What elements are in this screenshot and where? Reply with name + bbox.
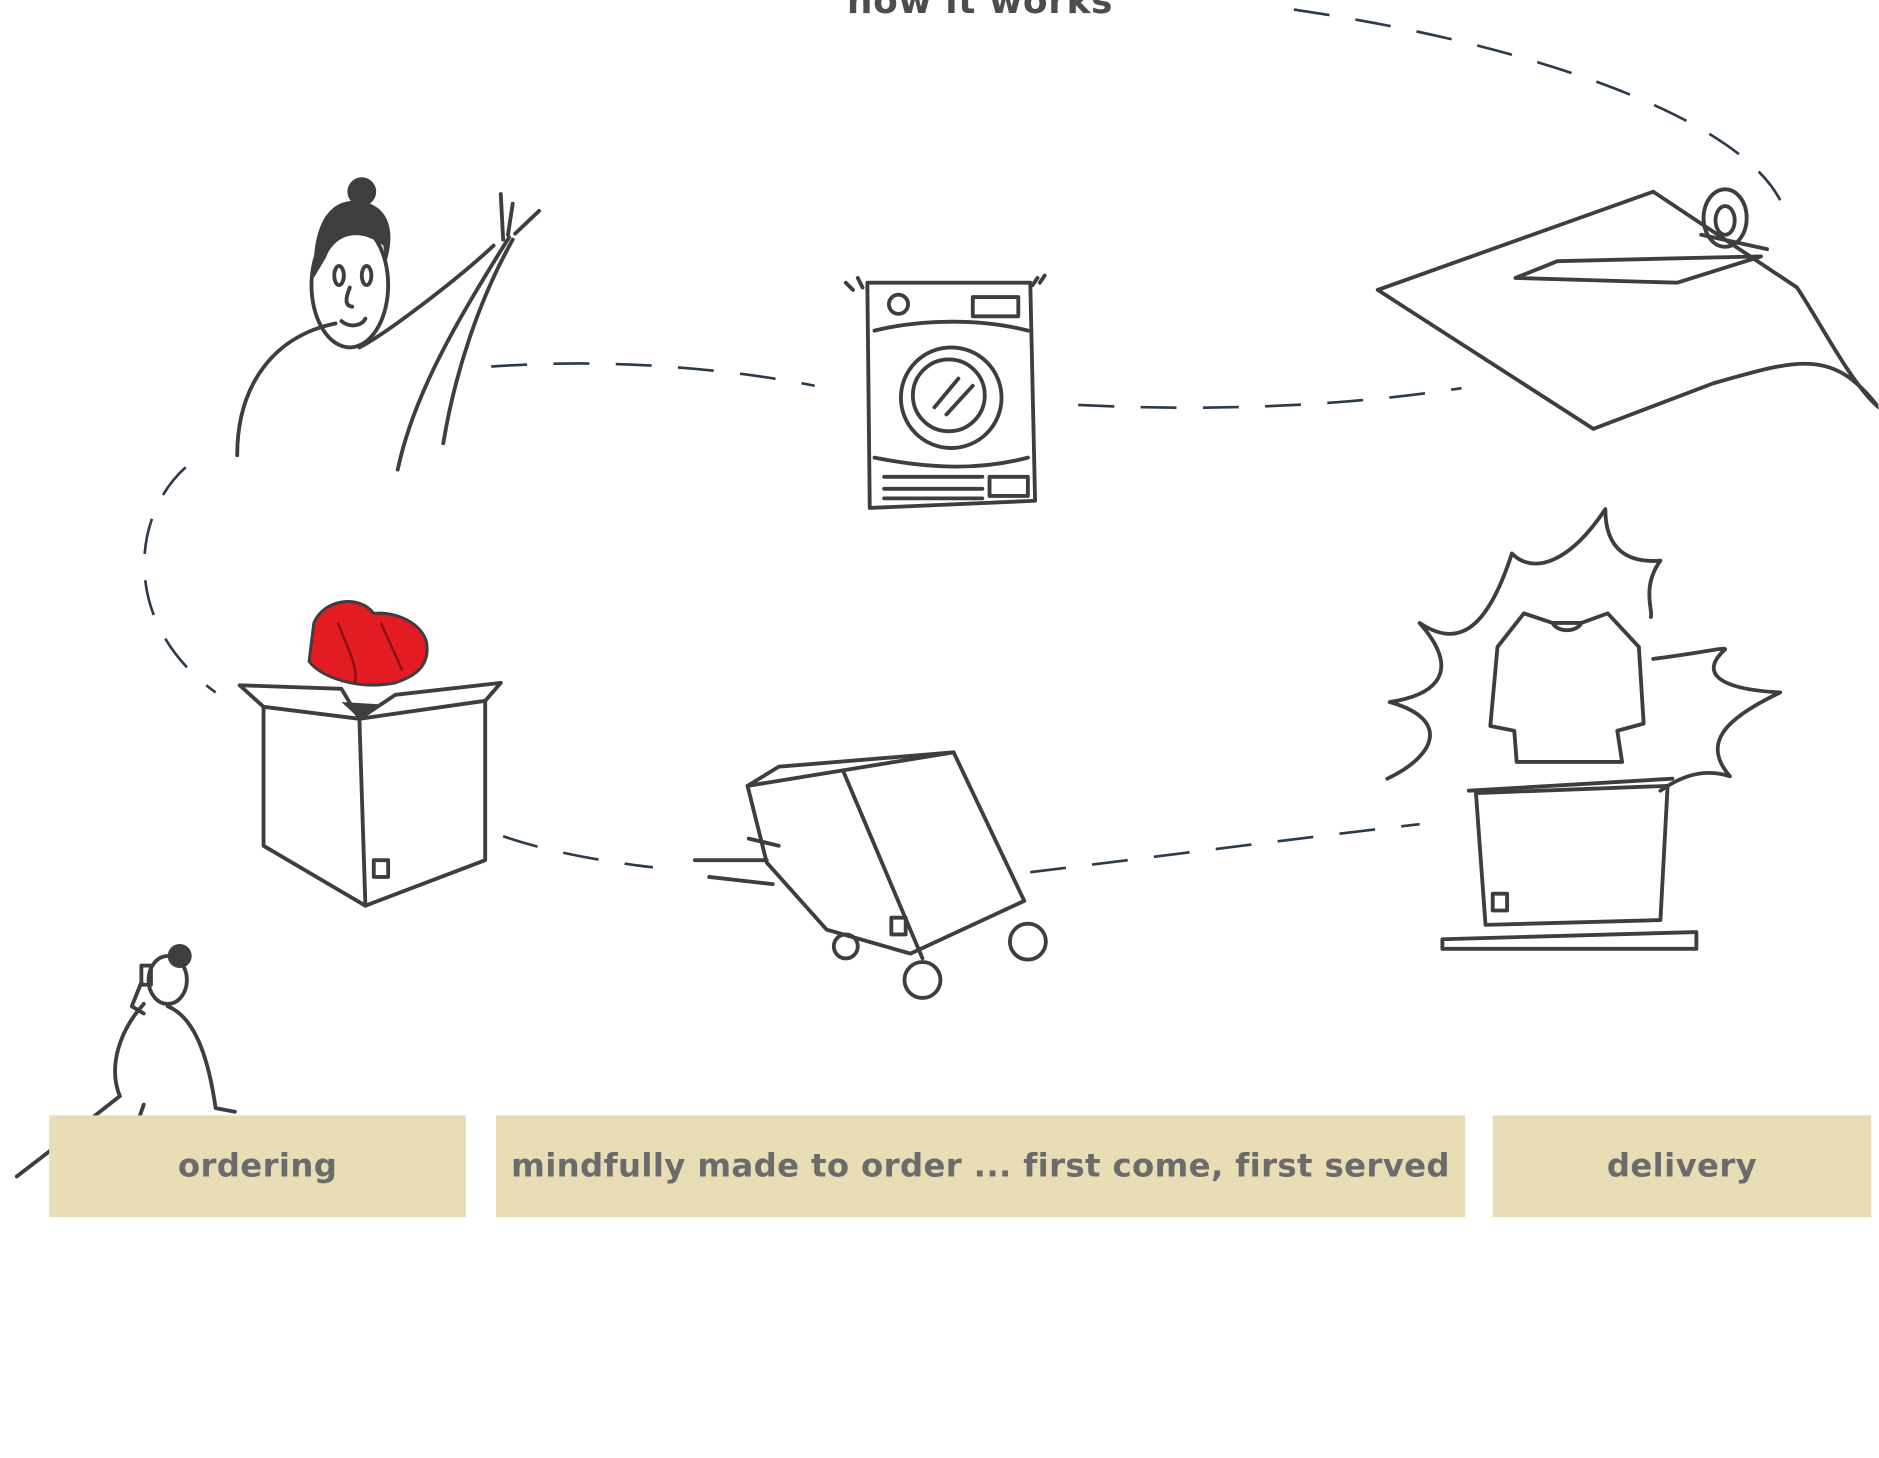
step-label-made-to-order-text: mindfully made to order ... first come, …	[511, 1148, 1450, 1185]
shirt-reveal-box-illustration	[1387, 509, 1780, 949]
step-label-made-to-order: mindfully made to order ... first come, …	[496, 1115, 1465, 1217]
process-illustration	[0, 0, 1878, 1217]
moving-cart-box-illustration	[695, 752, 1046, 998]
step-label-ordering: ordering	[49, 1115, 466, 1217]
step-label-delivery-text: delivery	[1607, 1148, 1757, 1185]
fabric-sheet-illustration	[1378, 189, 1879, 429]
open-box-with-red-garment-illustration	[240, 602, 501, 906]
step-label-ordering-text: ordering	[178, 1148, 337, 1185]
person-ordering-illustration	[237, 177, 539, 469]
step-label-delivery: delivery	[1493, 1115, 1872, 1217]
washing-machine-illustration	[846, 276, 1045, 508]
dashed-path	[144, 10, 1787, 873]
